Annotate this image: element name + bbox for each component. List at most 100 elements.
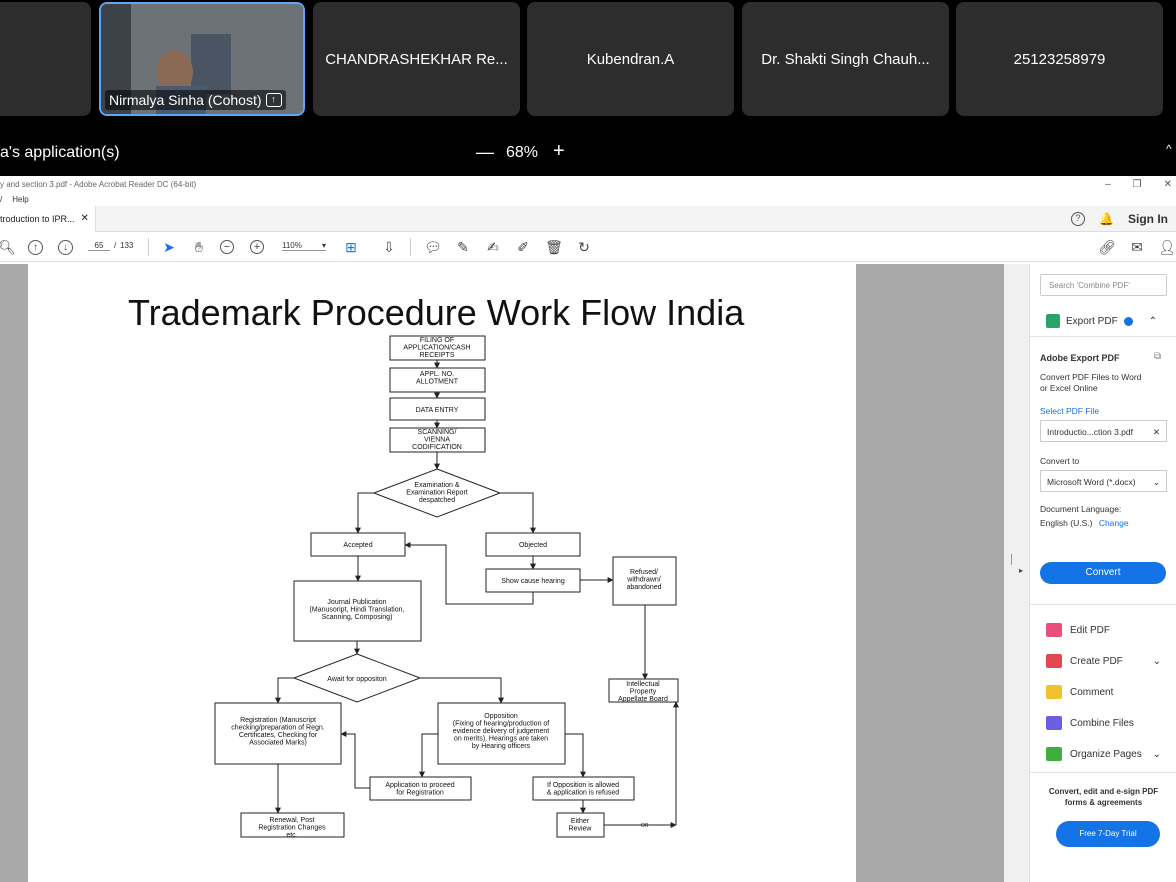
tool-label: Combine Files [1070, 717, 1134, 729]
zoom-in-icon[interactable]: + [250, 240, 264, 254]
bell-icon[interactable]: 🔔 [1099, 211, 1114, 226]
tool-organize-pages[interactable]: Organize Pages⌄ [1046, 747, 1161, 761]
pane-splitter[interactable]: │ ▸ [1004, 264, 1029, 882]
convert-description: Convert PDF Files to Word or Excel Onlin… [1040, 372, 1142, 393]
tool-comment[interactable]: Comment [1046, 685, 1113, 699]
rotate-icon[interactable]: ↻ [578, 238, 590, 255]
fill-sign-icon[interactable]: ✐ [517, 238, 529, 255]
menu-help[interactable]: Help [12, 194, 29, 204]
participant-tile-partial[interactable] [0, 2, 91, 116]
document-tab[interactable]: troduction to IPR... ✕ [0, 205, 96, 232]
zoom-in-button[interactable]: + [553, 140, 565, 162]
participant-tile[interactable]: CHANDRASHEKHAR Re... [313, 2, 520, 116]
chevron-up-icon[interactable]: ⌃ [1148, 315, 1158, 327]
export-pdf-icon [1046, 314, 1060, 328]
node-renewal-box [240, 812, 345, 838]
mail-icon[interactable]: ✉ [1131, 238, 1143, 255]
node-if-opp-label: If Opposition is allowed& application is… [547, 782, 619, 797]
zoom-out-icon[interactable]: − [220, 240, 234, 254]
delete-icon[interactable]: 🗑︎ [545, 238, 563, 255]
participant-name: Kubendran.A [586, 50, 675, 68]
zoom-select[interactable]: 110% ▾ [282, 241, 326, 251]
menu-bar: / Help [0, 192, 1176, 206]
combine-search-input[interactable]: Search 'Combine PDF' [1040, 274, 1167, 296]
help-icon[interactable]: ? [1071, 211, 1086, 226]
clear-file-icon[interactable]: ✕ [1152, 427, 1160, 437]
tool-label: Comment [1070, 686, 1114, 698]
cohost-icon: ↑ [265, 93, 282, 107]
page-number-input[interactable]: 65 [88, 241, 110, 251]
info-icon [1123, 316, 1133, 326]
copy-icon[interactable]: ⧉ [1154, 351, 1162, 362]
doc-language-label: Document Language: [1040, 504, 1122, 514]
maximize-icon[interactable]: ❐ [1132, 178, 1142, 190]
participant-name: CHANDRASHEKHAR Re... [325, 50, 508, 68]
selected-file-field[interactable]: Introductio...ction 3.pdf ✕ [1040, 420, 1167, 442]
tool-edit-pdf[interactable]: Edit PDF [1046, 623, 1110, 637]
create-pdf-icon [1046, 654, 1062, 668]
close-icon[interactable]: ✕ [1163, 178, 1172, 190]
file-name: Introductio...ction 3.pdf [1047, 427, 1133, 437]
draw-icon[interactable]: ✍︎ [487, 238, 499, 255]
share-bar: a's application(s) — 68% + ^ [0, 138, 1176, 170]
node-exam-diamond [372, 468, 502, 518]
page-total: 133 [120, 241, 134, 250]
tab-close-icon[interactable]: ✕ [80, 213, 89, 224]
export-pdf-header[interactable]: Export PDF ⌃ [1046, 314, 1157, 328]
chevron-right-icon[interactable]: ▸ [1019, 566, 1024, 575]
scroll-mode-icon[interactable]: ⇩ [383, 238, 395, 255]
divider [1030, 604, 1176, 605]
next-page-icon[interactable]: ↓ [58, 240, 73, 255]
splitter-handle[interactable]: │ [1009, 554, 1015, 564]
node-accepted-label: Accepted [343, 542, 372, 549]
participant-tile[interactable]: 25123258979 [956, 2, 1163, 116]
page-fit-icon[interactable]: ⊞ [345, 238, 357, 255]
sign-in-button[interactable]: Sign In [1128, 211, 1168, 226]
tab-bar: troduction to IPR... ✕ ? 🔔 Sign In [0, 205, 1176, 232]
tools-pane: Search 'Combine PDF' Export PDF ⌃ Adobe … [1029, 264, 1176, 882]
change-language-link[interactable]: Change [1098, 518, 1129, 528]
tool-label: Create PDF [1070, 655, 1123, 667]
divider [1030, 772, 1176, 773]
link-icon[interactable]: 🔗︎ [1098, 238, 1116, 255]
format-select[interactable]: Microsoft Word (*.docx) ⌄ [1040, 470, 1167, 492]
zoom-search-icon[interactable]: 🔍︎ [0, 238, 16, 255]
acrobat-window: y and section 3.pdf - Adobe Acrobat Read… [0, 176, 1176, 882]
tool-label: Edit PDF [1070, 624, 1111, 636]
tool-combine-files[interactable]: Combine Files [1046, 716, 1134, 730]
document-viewer[interactable]: Trademark Procedure Work Flow India [0, 264, 1004, 882]
highlight-icon[interactable]: ✎ [457, 238, 469, 255]
comment-tool-icon [1046, 685, 1062, 699]
free-trial-button[interactable]: Free 7-Day Trial [1056, 821, 1160, 847]
title-bar: y and section 3.pdf - Adobe Acrobat Read… [0, 176, 1176, 192]
participant-tile-video[interactable]: Nirmalya Sinha (Cohost) ↑ [99, 2, 305, 116]
minimize-icon[interactable]: – [1105, 178, 1111, 190]
node-journal-label: Journal Publication(Manusoript, Hindi Tr… [310, 599, 405, 621]
comment-icon[interactable]: 💬︎ [424, 238, 442, 255]
hand-tool-icon[interactable]: ✋︎ [195, 238, 203, 255]
convert-button[interactable]: Convert [1040, 562, 1166, 584]
node-show-cause-label: Show cause hearing [501, 578, 565, 585]
export-pdf-label: Export PDF [1066, 315, 1118, 327]
prev-page-icon[interactable]: ↑ [28, 240, 43, 255]
zoom-value: 110% [282, 241, 302, 250]
share-user-icon[interactable]: 👤︎ [1158, 238, 1176, 255]
participant-tile[interactable]: Dr. Shakti Singh Chauh... [742, 2, 949, 116]
chevron-up-icon[interactable]: ^ [1166, 142, 1172, 156]
node-refused-label: Refused/withdrawn/abandoned [626, 569, 661, 591]
tool-label: Organize Pages [1070, 748, 1142, 760]
zoom-out-button[interactable]: — [476, 142, 494, 162]
zoom-level: 68% [506, 144, 539, 161]
select-pdf-link[interactable]: Select PDF File [1040, 406, 1100, 416]
participant-name: Dr. Shakti Singh Chauh... [761, 50, 930, 68]
participant-tile[interactable]: Kubendran.A [527, 2, 734, 116]
node-await-label: Await for oppositon [327, 676, 387, 683]
tool-create-pdf[interactable]: Create PDF⌄ [1046, 654, 1161, 668]
menu-partial[interactable]: / [0, 194, 3, 204]
select-cursor-icon[interactable]: ➤ [163, 238, 175, 255]
chevron-down-icon: ▾ [321, 241, 326, 250]
